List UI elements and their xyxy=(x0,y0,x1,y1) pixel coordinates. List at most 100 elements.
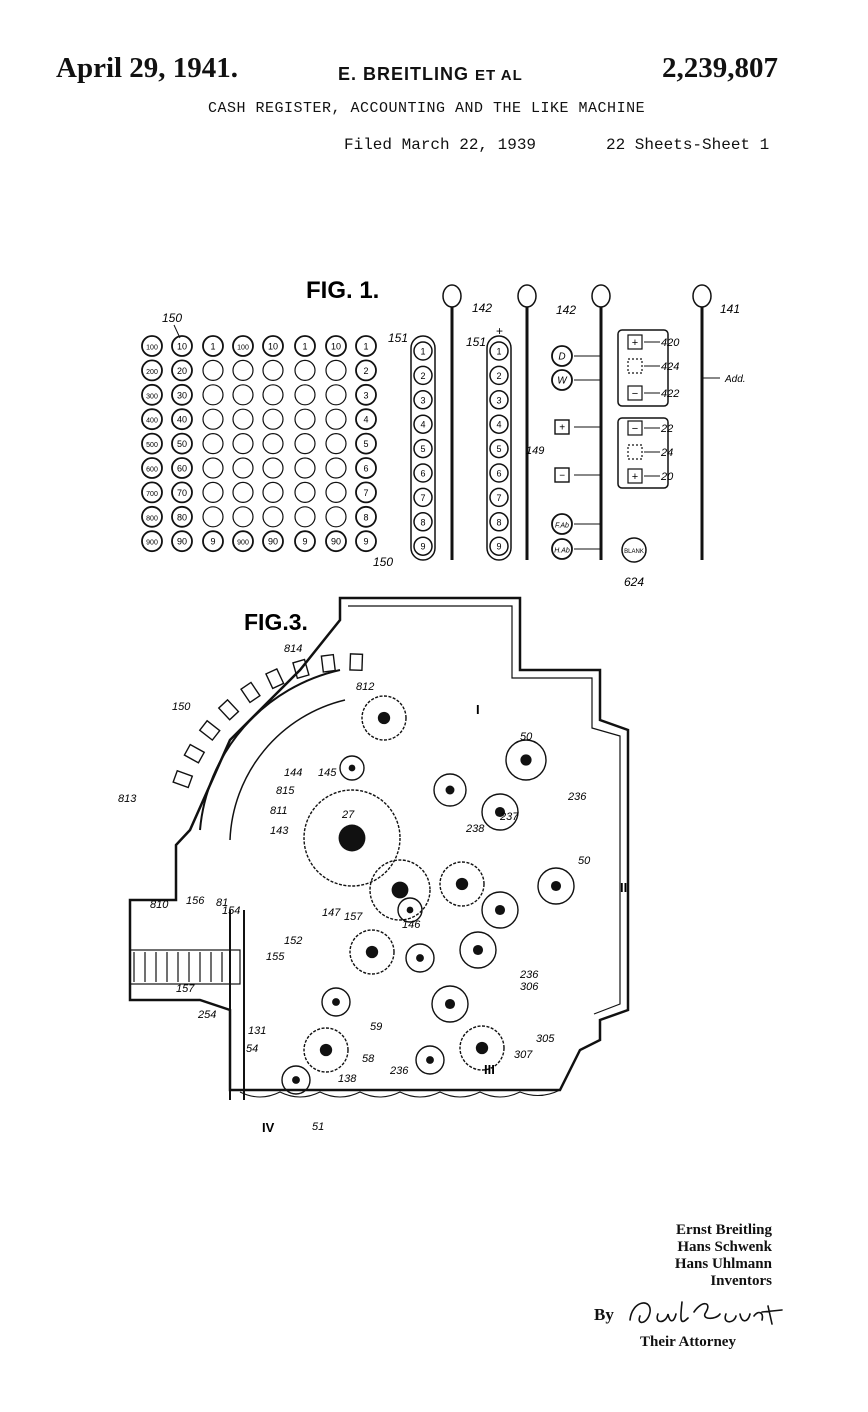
gear xyxy=(361,695,407,741)
amount-key xyxy=(202,359,224,381)
amount-key xyxy=(325,359,347,381)
attorney-signature xyxy=(629,1301,783,1325)
digit-key-label: 6 xyxy=(496,469,501,479)
amount-key xyxy=(355,481,377,504)
function-round-key xyxy=(551,345,573,367)
amount-key xyxy=(141,505,163,528)
gear-hub xyxy=(475,1041,489,1055)
fig3-ref: 157 xyxy=(344,911,363,923)
amount-key xyxy=(294,408,316,430)
amount-key xyxy=(202,384,224,406)
arc-key xyxy=(240,681,261,704)
fig3-ref: 306 xyxy=(520,981,539,993)
amount-key-label: 5 xyxy=(363,439,368,449)
amount-key xyxy=(171,505,193,528)
gear xyxy=(349,929,395,975)
upper-box-key xyxy=(627,358,643,374)
gear xyxy=(415,1045,445,1075)
amount-key xyxy=(294,506,316,528)
upper-symbol-box xyxy=(617,329,669,407)
gear-hub xyxy=(416,954,424,962)
amount-key xyxy=(355,408,377,431)
amount-key-label: 900 xyxy=(146,540,158,547)
amount-key xyxy=(355,359,377,382)
amount-key xyxy=(141,530,163,553)
amount-key-label: 9 xyxy=(302,537,307,547)
amount-key-label: 500 xyxy=(146,442,158,449)
blank-key-label: BLANK xyxy=(624,549,644,555)
amount-key-label: 7 xyxy=(363,488,368,498)
lever-141 xyxy=(692,284,712,560)
gear-hub xyxy=(406,906,414,914)
digit-key-label: 5 xyxy=(420,444,425,454)
function-key-label: F.Ab xyxy=(555,523,569,530)
amount-key-label: 90 xyxy=(177,537,187,547)
amount-key xyxy=(325,408,347,430)
amount-key xyxy=(232,433,254,455)
filed-date: Filed March 22, 1939 xyxy=(344,136,537,154)
fig3-ref: 145 xyxy=(318,767,337,779)
fig3-ref: 236 xyxy=(567,791,587,803)
arc-key xyxy=(265,667,285,690)
amount-key-label: 10 xyxy=(268,342,278,352)
by-label: By xyxy=(594,1305,614,1324)
gear xyxy=(397,897,423,923)
amount-key-label: 90 xyxy=(268,537,278,547)
amount-key xyxy=(202,457,224,479)
ref-141: 141 xyxy=(720,302,740,316)
arc-key xyxy=(198,719,221,742)
lower-box-key xyxy=(627,444,643,460)
attorney-label: Their Attorney xyxy=(640,1334,736,1350)
ref-624: 624 xyxy=(624,575,644,589)
digit-key-label: 6 xyxy=(420,469,425,479)
fig3-ref: 51 xyxy=(312,1121,324,1133)
amount-key xyxy=(202,506,224,528)
amount-key-label: 30 xyxy=(177,390,187,400)
fig3-ref: 810 xyxy=(150,899,169,911)
gear xyxy=(281,1065,311,1095)
fig3-ref: 50 xyxy=(578,855,591,867)
amount-key xyxy=(355,505,377,528)
amount-key xyxy=(294,384,316,406)
gear-hub xyxy=(377,711,391,725)
amount-key xyxy=(202,481,224,503)
amount-key xyxy=(262,359,284,381)
arc-key xyxy=(172,769,194,789)
function-round-key xyxy=(551,513,573,535)
amount-key xyxy=(325,457,347,479)
fig3-ref: 812 xyxy=(356,681,374,693)
fig3-ref: 27 xyxy=(341,809,355,821)
upper-box-ref: 422 xyxy=(661,388,679,400)
break-line-bottom xyxy=(239,1089,561,1098)
amount-key xyxy=(294,433,316,455)
digit-key-label: 5 xyxy=(496,444,501,454)
fig3-ref: 814 xyxy=(284,643,302,655)
function-key-label: H.Ab xyxy=(554,548,570,555)
arc-key xyxy=(349,653,364,672)
inventors-label: Inventors xyxy=(710,1273,772,1289)
amount-key-label: 80 xyxy=(177,512,187,522)
inventor-1: Ernst Breitling xyxy=(676,1222,772,1238)
amount-key xyxy=(325,530,347,553)
fig3-ref: IV xyxy=(262,1120,275,1135)
gear-hub xyxy=(426,1056,434,1064)
gear-hub xyxy=(391,881,409,899)
amount-key xyxy=(141,408,163,431)
amount-key xyxy=(141,481,163,504)
digit-key xyxy=(489,487,509,508)
fig3-ref: 147 xyxy=(322,907,341,919)
inventor-names: Ernst Breitling Hans Schwenk Hans Uhlman… xyxy=(675,1222,772,1290)
fig3-ref: 157 xyxy=(176,983,195,995)
gear-hub xyxy=(292,1076,300,1084)
amount-key-label: 9 xyxy=(363,537,368,547)
amount-key xyxy=(325,481,347,503)
amount-key xyxy=(232,359,254,381)
amount-key xyxy=(355,432,377,455)
gear xyxy=(431,985,469,1023)
amount-key xyxy=(355,457,377,479)
amount-key-label: 1 xyxy=(210,342,215,352)
gear xyxy=(537,867,575,905)
